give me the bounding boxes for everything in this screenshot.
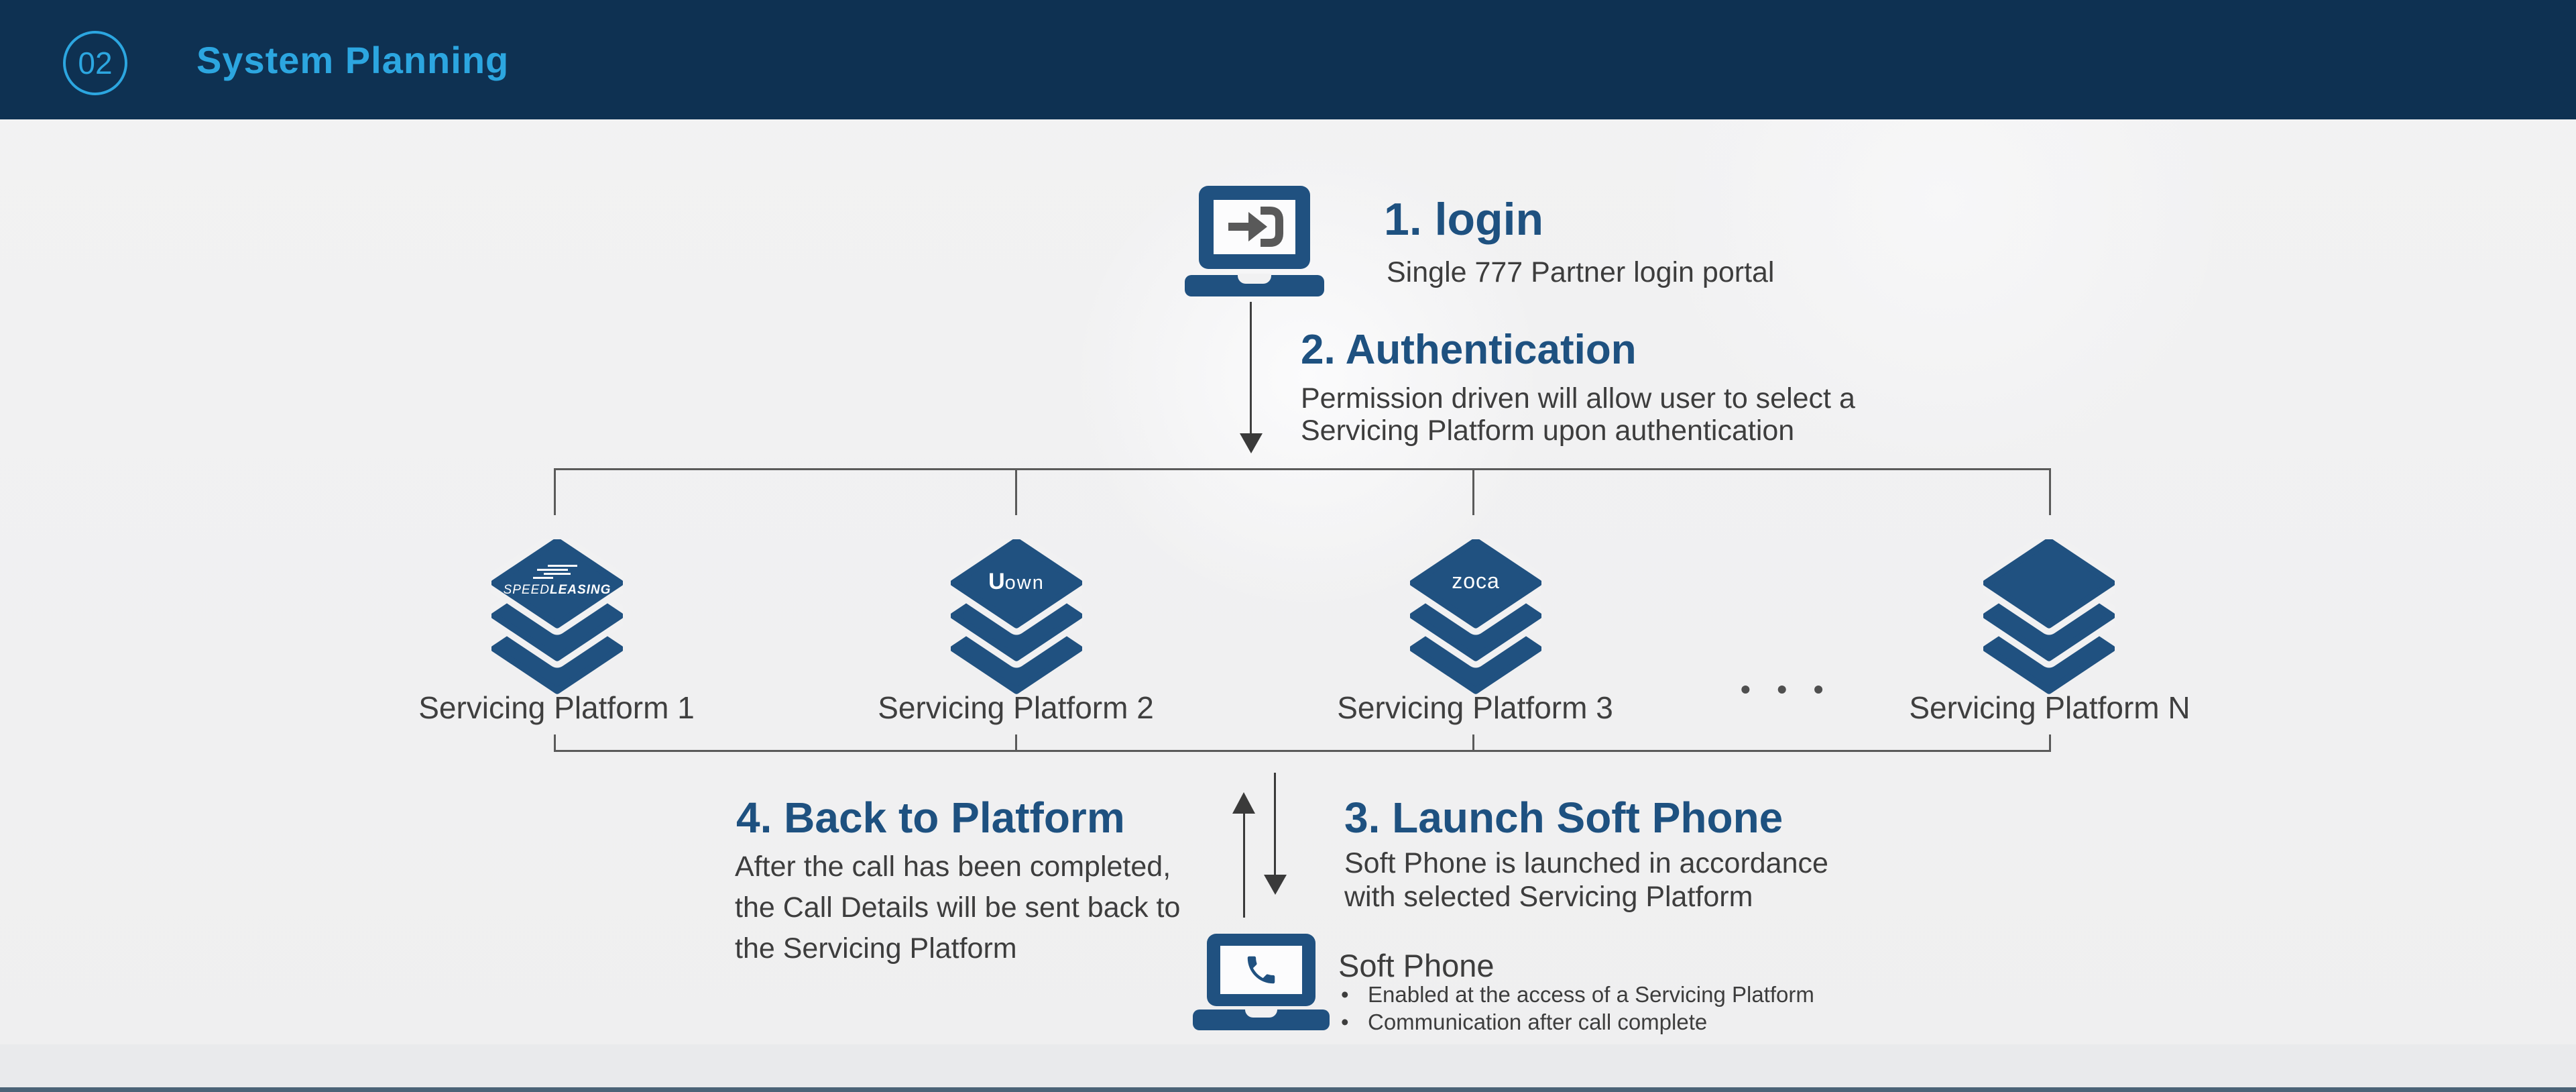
- down-arrow-shaft: [1274, 773, 1276, 876]
- footer-accent-bar: [0, 1087, 2576, 1092]
- platform-1-label: Servicing Platform 1: [418, 690, 695, 725]
- step3-desc: Soft Phone is launched in accordance wit…: [1344, 847, 1828, 914]
- bullet-icon: •: [1341, 982, 1349, 1007]
- logo-leasing: LEASING: [549, 583, 611, 597]
- softphone-laptop-notch: [1245, 1008, 1277, 1018]
- top-bracket-stub-2: [1015, 470, 1017, 515]
- login-laptop-notch: [1238, 274, 1271, 284]
- step4-desc: After the call has been completed, the C…: [735, 847, 1180, 969]
- top-bracket-stub-3: [1472, 470, 1474, 515]
- step3-desc-line2: with selected Servicing Platform: [1344, 881, 1753, 913]
- top-bracket-stub-1: [554, 470, 556, 515]
- login-laptop-screen: [1214, 200, 1295, 254]
- softphone-bullets: • Enabled at the access of a Servicing P…: [1341, 981, 1814, 1036]
- bottom-bracket-line: [554, 750, 2051, 752]
- page-title: System Planning: [196, 38, 510, 81]
- step4-desc-line2: the Call Details will be sent back to: [735, 891, 1181, 924]
- up-arrow-head: [1232, 792, 1255, 814]
- softphone-title: Soft Phone: [1338, 948, 1495, 983]
- layers-icon: [951, 539, 1082, 694]
- slide-number-badge: 02: [63, 31, 127, 95]
- speed-lines-icon: [533, 565, 577, 579]
- platform-2-label: Servicing Platform 2: [878, 690, 1154, 725]
- login-arrow-head: [1240, 433, 1263, 453]
- step2-desc: Permission driven will allow user to sel…: [1301, 382, 1855, 447]
- down-arrow-head: [1264, 875, 1287, 895]
- ellipsis-dots: • • •: [1741, 673, 1833, 705]
- uown-logo: Uown: [951, 569, 1082, 595]
- softphone-laptop-icon: [1207, 934, 1315, 1006]
- platform-n-label: Servicing Platform N: [1909, 690, 2190, 725]
- phone-handset-icon: [1247, 956, 1275, 984]
- step2-title: 2. Authentication: [1301, 327, 1637, 373]
- step2-desc-line2: Servicing Platform upon authentication: [1301, 415, 1795, 447]
- logo-own: own: [1004, 572, 1045, 594]
- softphone-laptop-screen: [1220, 946, 1302, 994]
- top-bracket-stub-n: [2049, 470, 2051, 515]
- softphone-bullet-1-text: Enabled at the access of a Servicing Pla…: [1368, 982, 1814, 1007]
- step1-desc: Single 777 Partner login portal: [1387, 256, 1775, 288]
- step4-desc-line1: After the call has been completed,: [735, 851, 1171, 883]
- bottom-bracket-stub-2: [1015, 734, 1017, 750]
- softphone-bullet-2: • Communication after call complete: [1341, 1008, 1814, 1036]
- step4-title: 4. Back to Platform: [736, 794, 1125, 842]
- bottom-bracket-stub-1: [554, 734, 556, 750]
- step4-desc-line3: the Servicing Platform: [735, 932, 1017, 965]
- login-laptop-icon: [1199, 186, 1310, 269]
- softphone-bullet-1: • Enabled at the access of a Servicing P…: [1341, 981, 1814, 1008]
- footer-strip: [0, 1044, 2576, 1087]
- bottom-bracket-stub-n: [2049, 734, 2051, 750]
- step2-desc-line1: Permission driven will allow user to sel…: [1301, 382, 1855, 415]
- platform-3-label: Servicing Platform 3: [1337, 690, 1613, 725]
- logo-u: U: [988, 569, 1005, 594]
- top-bracket-line: [554, 468, 2051, 470]
- zoca-logo: zoca: [1410, 569, 1541, 594]
- softphone-bullet-2-text: Communication after call complete: [1368, 1009, 1708, 1034]
- logo-zoca-text: zoca: [1452, 569, 1500, 593]
- slide-number: 02: [78, 46, 113, 80]
- step1-title: 1. login: [1384, 194, 1543, 245]
- login-arrow-icon: [1228, 207, 1283, 247]
- up-arrow-shaft: [1243, 812, 1245, 918]
- logo-speed: SPEED: [503, 583, 550, 597]
- login-arrow-shaft: [1250, 302, 1252, 436]
- layers-icon: [1983, 539, 2115, 694]
- step3-desc-line1: Soft Phone is launched in accordance: [1344, 847, 1828, 879]
- bullet-icon: •: [1341, 1009, 1349, 1034]
- speedleasing-logo: SPEEDLEASING: [491, 563, 623, 598]
- layers-icon: [1410, 539, 1541, 694]
- bottom-bracket-stub-3: [1472, 734, 1474, 750]
- step3-title: 3. Launch Soft Phone: [1344, 794, 1783, 842]
- header-bar: [0, 0, 2576, 119]
- layers-icon: [491, 539, 623, 694]
